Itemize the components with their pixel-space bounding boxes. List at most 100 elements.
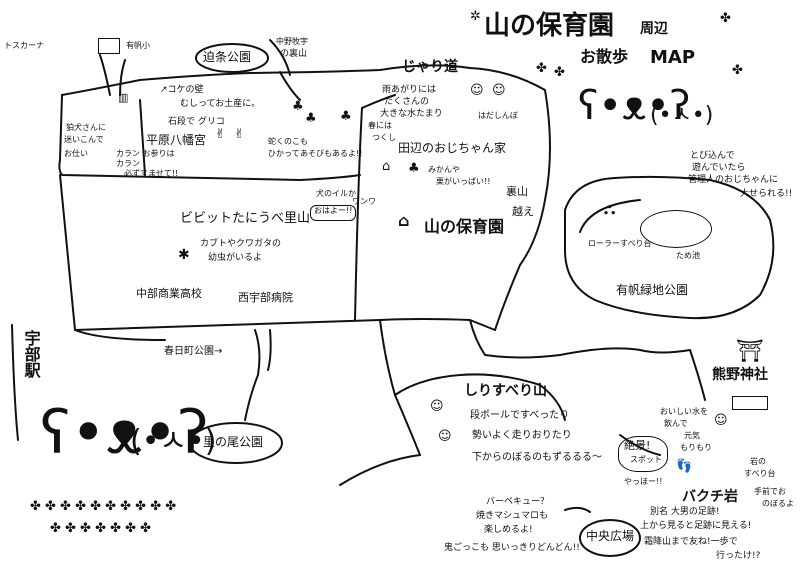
tuscana-sign-icon	[98, 38, 120, 54]
bear-icon: ʕ•ᴥ•ʔ	[578, 83, 691, 129]
label-moss-wall: ↗コケの壁	[160, 85, 204, 95]
label-water4: もりもり	[680, 443, 712, 452]
label-nakabu-school: 中部商業高校	[136, 287, 202, 300]
title-sub1: 周辺	[640, 21, 668, 37]
label-tonde1: とび込んで	[690, 151, 735, 161]
lower-road-2	[469, 319, 691, 359]
kasuga-road	[74, 329, 166, 341]
hand-icon: ✌	[234, 127, 245, 142]
label-danbo2: 勢いよく走りおりたり	[472, 430, 572, 441]
label-komainu3: お仕い	[64, 149, 88, 158]
label-rain2: たくさんの	[384, 97, 430, 107]
label-water2: 飲んで	[664, 419, 688, 428]
footprint-icon: 👣	[676, 459, 693, 474]
satonoo-oval	[189, 422, 283, 464]
label-mikan1: みかんや	[428, 165, 460, 174]
label-zekkei2: スポット	[630, 455, 662, 464]
label-ohayo: おはよー!!	[314, 206, 353, 215]
label-zekkei1: 絶景!	[624, 439, 651, 452]
shrine-icon	[732, 396, 768, 410]
shiri-road-2	[539, 384, 566, 421]
label-snake2: ひかって	[268, 149, 300, 158]
pond-icon	[640, 210, 712, 248]
tree-icon: ♣	[340, 109, 352, 124]
label-dog2: ワンワ	[352, 197, 376, 206]
label-chuo-hiroba: 中央広場	[586, 529, 635, 543]
label-shirisuberi: しりすべり山	[464, 383, 548, 399]
bear-icon: ʕ•ᴥ•ʔ	[40, 398, 209, 468]
clover-icon: ✤	[720, 11, 731, 26]
label-mikan2: 栗がいっぱい!!	[436, 177, 491, 186]
label-bibitto: ビビットたにうべ里山	[180, 211, 311, 226]
label-iwa1: 岩の	[750, 457, 766, 466]
title-sub2: お散歩	[580, 47, 629, 66]
zekkei-burst	[618, 436, 668, 472]
house-icon: ⌂	[382, 159, 391, 174]
label-bakuchi1: 別名 大男の足跡!	[650, 507, 720, 517]
kasuga-road-2	[244, 329, 261, 421]
shrine-steps-icon: ▥	[118, 91, 129, 104]
tree-icon: ♣	[408, 161, 420, 176]
label-bakuchi: バクチ岩	[682, 489, 738, 505]
beetle-icon: ✱	[178, 247, 190, 263]
label-iwa4: のぼるよ	[762, 499, 794, 508]
left-road	[11, 324, 19, 441]
chuo-road	[564, 506, 591, 513]
child-icon: ☺	[714, 413, 728, 428]
label-bbq4: 鬼ごっこも 思いっきりどんどん!!	[444, 543, 580, 553]
clover-icon: ✤	[554, 65, 565, 80]
inner-road-1	[139, 99, 146, 176]
label-karan3: 必ずすませて!!	[124, 169, 179, 178]
label-moss-wall2: むしってお土産に。	[180, 99, 261, 109]
clover-icon: ✤	[732, 63, 743, 78]
ohayo-speech-bubble	[310, 205, 356, 221]
label-bbq3: 楽しめるよ!	[484, 525, 533, 535]
rabbit-icon: (•ㅅ•)	[130, 424, 217, 459]
ariho-park-outline	[564, 175, 775, 320]
slide-icon: ⛬	[604, 199, 616, 218]
kumano-road	[689, 349, 706, 401]
label-water1: おいしい水を	[660, 407, 708, 416]
tree-icon: ♣	[292, 99, 304, 114]
tree-icon: ♣	[305, 111, 317, 126]
nakano-road	[269, 39, 291, 76]
label-iwa2: すべり台	[744, 469, 776, 478]
upper-road-left	[58, 94, 361, 181]
label-nishiube-hospital: 西宇部病院	[238, 291, 293, 304]
inner-road-2	[354, 107, 363, 321]
label-karan1: カラン	[116, 159, 140, 168]
clover-icon: ✤ ✤ ✤ ✤ ✤ ✤ ✤	[50, 521, 152, 536]
sakojo-oval	[195, 43, 269, 73]
label-bakuchi3: 霜降山まで友ね!一歩で	[644, 537, 738, 547]
label-jari-road: じゃり道	[402, 59, 458, 75]
shiri-road	[459, 373, 541, 386]
label-nakano-house2: の裏山	[280, 49, 308, 59]
label-snake1: 蛇くのこも	[268, 137, 308, 146]
tuscana-road	[99, 54, 111, 96]
shiri-slope-left	[394, 394, 421, 456]
kasuga-road-3	[267, 329, 272, 371]
clover-icon: ✤ ✤ ✤ ✤ ✤ ✤ ✤ ✤ ✤ ✤	[30, 499, 177, 514]
label-yahho: やっほー!!	[624, 477, 663, 486]
child-icon: ☺	[430, 399, 444, 414]
label-spring: 春には	[368, 121, 392, 130]
label-danbo3: 下からのぼるのもずるるる～	[472, 452, 602, 463]
lower-road-1	[379, 319, 396, 396]
label-dog1: 犬のイルか	[316, 189, 356, 198]
label-ishidan: 石段で グリコ	[168, 117, 225, 127]
label-ube-station: 宇部駅	[21, 330, 41, 378]
inner-road-3	[361, 94, 396, 109]
label-bakuchi2: 上から見ると足跡に見える!	[640, 521, 752, 531]
label-sakojo-park: 迫条公園	[203, 50, 252, 64]
label-bbq1: バーベキュー？	[486, 497, 550, 507]
label-kabuto1: カブトやクワガタの	[200, 239, 282, 249]
label-spring2: つくし	[372, 133, 396, 142]
label-bbq2: 焼きマシュマロも	[476, 511, 549, 521]
label-tonde4: 大せられる!!	[740, 189, 793, 199]
hand-icon: ✌	[215, 127, 226, 142]
label-roller: ローラーすべり台	[588, 239, 652, 248]
middle-road	[59, 174, 496, 331]
label-arihoshou: 有帆小	[126, 41, 150, 50]
child-icon: ☺	[438, 429, 452, 444]
title-sub3: MAP	[650, 47, 696, 68]
